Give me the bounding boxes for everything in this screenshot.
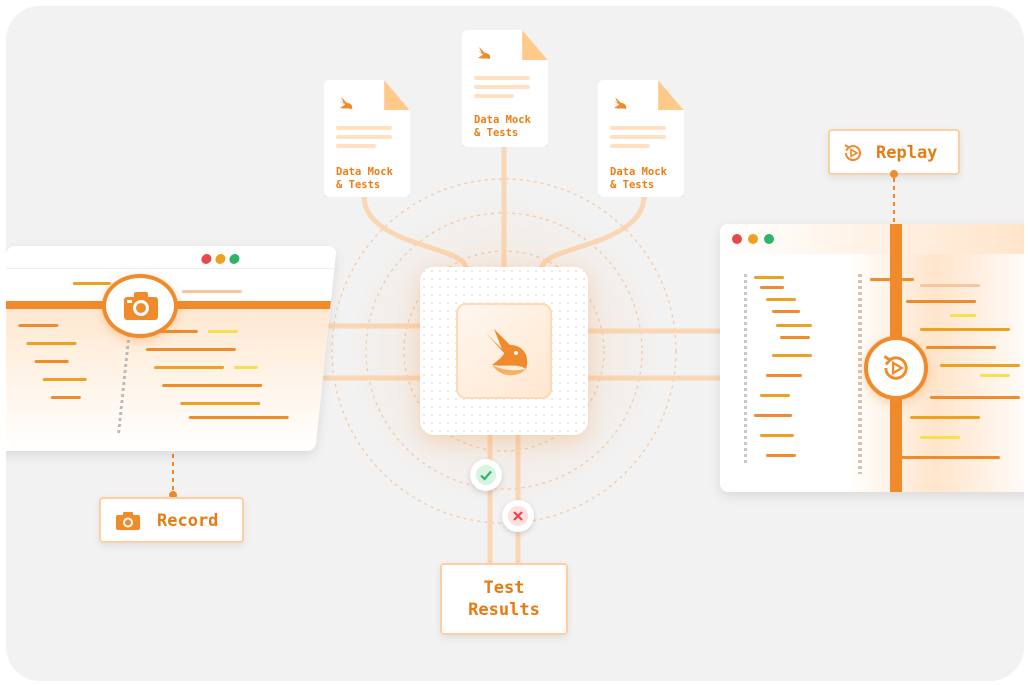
- code-line: [42, 378, 87, 381]
- camera-icon: [124, 292, 158, 320]
- replay-icon: [844, 144, 861, 162]
- code-line: [780, 336, 810, 339]
- code-line: [26, 342, 77, 345]
- rabbit-logo-icon: [477, 47, 491, 59]
- minimize-dot: [748, 234, 758, 244]
- rabbit-logo-icon: [486, 329, 528, 376]
- data-mock-document[interactable]: Data Mock & Tests: [324, 80, 410, 197]
- rabbit-logo-icon: [339, 97, 353, 109]
- test-results-box[interactable]: Test Results: [440, 563, 568, 635]
- fail-status: [502, 500, 534, 532]
- code-line: [950, 314, 976, 317]
- fail-bg: [508, 506, 528, 526]
- code-line: [940, 364, 1020, 367]
- code-line: [772, 310, 800, 313]
- text-line: [474, 85, 530, 89]
- code-line: [188, 416, 289, 419]
- record-badge[interactable]: [102, 274, 178, 338]
- document-label: Data Mock & Tests: [474, 114, 531, 139]
- cross-icon: [513, 511, 523, 521]
- text-line: [610, 144, 650, 148]
- code-line: [50, 396, 82, 399]
- text-line: [610, 135, 666, 139]
- text-line: [474, 94, 514, 98]
- code-line: [18, 324, 59, 327]
- code-line: [153, 366, 225, 369]
- record-label: Record: [157, 511, 219, 531]
- code-line: [760, 286, 784, 289]
- code-line: [72, 282, 111, 285]
- code-line: [233, 366, 259, 369]
- pass-status: [470, 459, 502, 491]
- data-mock-document[interactable]: Data Mock & Tests: [598, 80, 684, 197]
- recorded-app-window: [6, 246, 337, 451]
- code-line: [181, 290, 243, 293]
- code-line: [900, 456, 1000, 459]
- test-results-label: Test Results: [468, 578, 540, 620]
- check-icon: [480, 470, 492, 481]
- replay-label: Replay: [876, 143, 938, 163]
- replay-icon: [883, 355, 908, 380]
- code-indent-guide: [744, 274, 747, 464]
- code-line: [776, 324, 812, 327]
- code-line: [34, 360, 69, 363]
- code-line: [145, 348, 237, 351]
- record-connector-dot: [169, 491, 177, 499]
- text-line: [610, 126, 666, 130]
- replay-badge[interactable]: [864, 336, 928, 400]
- maximize-dot: [228, 254, 240, 264]
- code-line: [766, 454, 796, 457]
- pass-bg: [476, 465, 496, 485]
- code-line: [760, 434, 794, 437]
- record-button[interactable]: Record: [99, 497, 244, 543]
- rabbit-logo-icon: [613, 97, 627, 109]
- code-line: [180, 402, 261, 405]
- code-line: [760, 394, 790, 397]
- code-line: [926, 346, 996, 349]
- code-line: [766, 298, 796, 301]
- text-line: [336, 126, 392, 130]
- code-line: [920, 284, 980, 287]
- replay-button[interactable]: Replay: [828, 129, 960, 175]
- code-line: [772, 354, 812, 357]
- code-line: [930, 396, 1020, 399]
- document-label: Data Mock & Tests: [336, 166, 393, 191]
- maximize-dot: [764, 234, 774, 244]
- close-dot: [732, 234, 742, 244]
- code-line: [754, 276, 784, 279]
- code-line: [906, 300, 976, 303]
- central-hub: [420, 267, 588, 435]
- replay-connector-dot: [890, 170, 898, 178]
- text-line: [336, 144, 376, 148]
- minimize-dot: [214, 254, 226, 264]
- hub-logo-tile: [456, 303, 552, 399]
- code-line: [920, 436, 960, 439]
- text-line: [336, 135, 392, 139]
- document-label: Data Mock & Tests: [610, 166, 667, 191]
- code-line: [161, 384, 263, 387]
- data-mock-document[interactable]: Data Mock & Tests: [462, 30, 548, 147]
- code-line: [910, 416, 980, 419]
- titlebar-divider: [6, 268, 335, 269]
- code-line: [980, 374, 1010, 377]
- camera-icon: [116, 512, 140, 530]
- close-dot: [200, 254, 212, 264]
- code-line: [920, 328, 1010, 331]
- text-line: [474, 76, 530, 80]
- diagram-canvas: Data Mock & Tests Data Mock & Tests Data…: [6, 6, 1024, 681]
- code-line: [207, 330, 238, 333]
- code-line: [754, 414, 792, 417]
- code-indent-guide: [858, 274, 862, 474]
- code-line: [766, 374, 802, 377]
